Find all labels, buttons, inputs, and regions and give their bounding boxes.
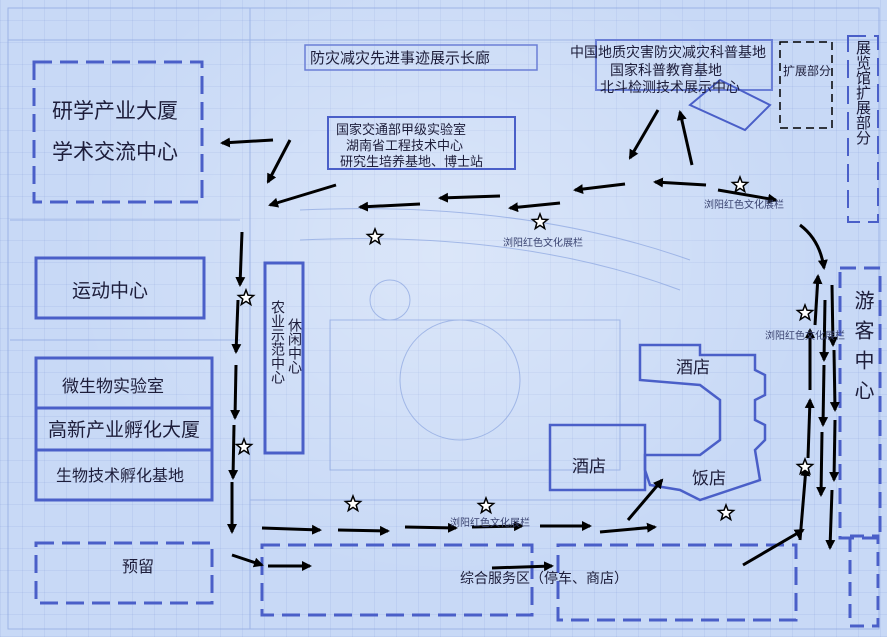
arrow-icon bbox=[812, 274, 823, 326]
arrow-icon bbox=[573, 182, 626, 195]
arrow-icon bbox=[231, 553, 264, 568]
arrow-icon bbox=[599, 522, 657, 534]
arrow-icon bbox=[491, 561, 554, 572]
arrow-icon bbox=[819, 299, 830, 362]
agri-demo-label: 农业示范中心 bbox=[269, 300, 285, 384]
arrow-icon bbox=[742, 528, 805, 567]
arrow-icon bbox=[717, 188, 778, 204]
zone-agri bbox=[263, 261, 305, 455]
arrow-icon bbox=[626, 478, 664, 521]
arrow-icon bbox=[676, 110, 694, 166]
arrow-icon bbox=[628, 109, 660, 160]
arrow-icon bbox=[404, 522, 458, 533]
zone-hotel-restaurant bbox=[638, 343, 767, 502]
zone-lab bbox=[327, 116, 516, 170]
red-culture-label: 浏阳红色文化展栏 bbox=[704, 200, 784, 211]
zone-corridor-label bbox=[304, 44, 538, 71]
service-area-label: 综合服务区（停车、商店） bbox=[460, 571, 628, 587]
arrow-icon bbox=[337, 525, 390, 536]
arrow-icon bbox=[804, 398, 815, 459]
arrow-icon bbox=[508, 201, 561, 213]
arrow-icon bbox=[816, 431, 827, 497]
hotel-lower-label: 酒店 bbox=[572, 457, 606, 477]
zones bbox=[32, 35, 882, 628]
zone-expansion bbox=[779, 41, 833, 129]
zone-visitor-center bbox=[838, 266, 882, 540]
lab-line2: 湖南省工程技术中心 bbox=[346, 139, 464, 154]
arrow-icon bbox=[827, 284, 838, 347]
red-culture-label: 浏阳红色文化展栏 bbox=[503, 238, 583, 249]
arrow-icon bbox=[825, 489, 836, 550]
zone-bio-base bbox=[34, 448, 214, 502]
incubation-building-label: 高新产业孵化大厦 bbox=[48, 419, 201, 441]
lab-line1: 国家交通部甲级实验室 bbox=[336, 123, 467, 138]
star-icon bbox=[530, 211, 550, 231]
zone-right-bottom bbox=[848, 534, 880, 628]
zone-geo-shape bbox=[688, 78, 772, 132]
bio-base-label: 生物技术孵化基地 bbox=[56, 466, 185, 485]
geo-base-line3: 北斗检测技术展示中心 bbox=[600, 80, 740, 96]
arrow-icon bbox=[471, 521, 524, 532]
star-icon bbox=[343, 493, 363, 513]
star-icon bbox=[716, 502, 736, 522]
arrow-icon bbox=[261, 524, 322, 535]
arrow-icon bbox=[266, 139, 292, 184]
arrow-icon bbox=[358, 201, 421, 212]
red-culture-label: 浏阳红色文化展栏 bbox=[765, 331, 845, 342]
zone-service-left bbox=[260, 543, 534, 617]
visitor-center-label: 游客中心 bbox=[851, 290, 875, 410]
arrow-icon bbox=[235, 231, 246, 287]
leisure-center-label: 休闲中心 bbox=[286, 318, 302, 374]
research-building-label: 研学产业大厦 bbox=[52, 99, 178, 123]
corridor-label: 防灾减灾先进事迹展示长廊 bbox=[310, 49, 491, 67]
zone-expansion-vertical bbox=[847, 35, 879, 223]
reserved-label: 预留 bbox=[122, 557, 155, 576]
hotel-upper-label: 酒店 bbox=[676, 358, 710, 378]
star-icon bbox=[234, 436, 254, 456]
star-icon bbox=[795, 302, 815, 322]
star-icon bbox=[365, 226, 385, 246]
sports-center-label: 运动中心 bbox=[72, 280, 149, 302]
geo-base-line1: 中国地质灾害防灾减灾科普基地 bbox=[570, 45, 766, 61]
expansion-small-label: 扩展部分 bbox=[783, 64, 832, 78]
arrow-icon bbox=[829, 349, 840, 412]
geo-base-line2: 国家科普教育基地 bbox=[610, 63, 722, 79]
exhibit-stars bbox=[234, 174, 815, 522]
arrow-icon bbox=[818, 364, 829, 427]
star-icon bbox=[795, 456, 815, 476]
lab-line3: 研究生培养基地、博士站 bbox=[340, 155, 484, 170]
zone-sports bbox=[34, 256, 206, 320]
arrow-icon bbox=[230, 364, 241, 420]
arrow-icon bbox=[829, 419, 840, 482]
zone-geo-base bbox=[595, 39, 773, 91]
star-icon bbox=[236, 287, 256, 307]
star-icon bbox=[476, 495, 496, 515]
restaurant-label: 饭店 bbox=[692, 469, 726, 489]
arrow-icon bbox=[653, 177, 707, 188]
arrow-icon bbox=[228, 424, 239, 480]
star-icon bbox=[730, 174, 750, 194]
arrow-icon bbox=[798, 466, 811, 541]
micro-lab-label: 微生物实验室 bbox=[62, 377, 164, 397]
arrow-icon bbox=[438, 192, 501, 203]
expansion-vertical-label: 展览馆扩展部分 bbox=[854, 40, 872, 145]
arrow-icon bbox=[268, 183, 337, 208]
route-arrows bbox=[220, 109, 840, 572]
zone-reserved bbox=[34, 541, 214, 605]
zone-service-right bbox=[556, 543, 798, 622]
zone-research-building bbox=[32, 60, 204, 204]
arrow-icon bbox=[799, 223, 828, 270]
academic-center-label: 学术交流中心 bbox=[52, 140, 178, 164]
red-culture-label: 浏阳红色文化展栏 bbox=[450, 518, 530, 529]
arrow-icon bbox=[220, 137, 274, 148]
arrow-icon bbox=[231, 299, 242, 354]
